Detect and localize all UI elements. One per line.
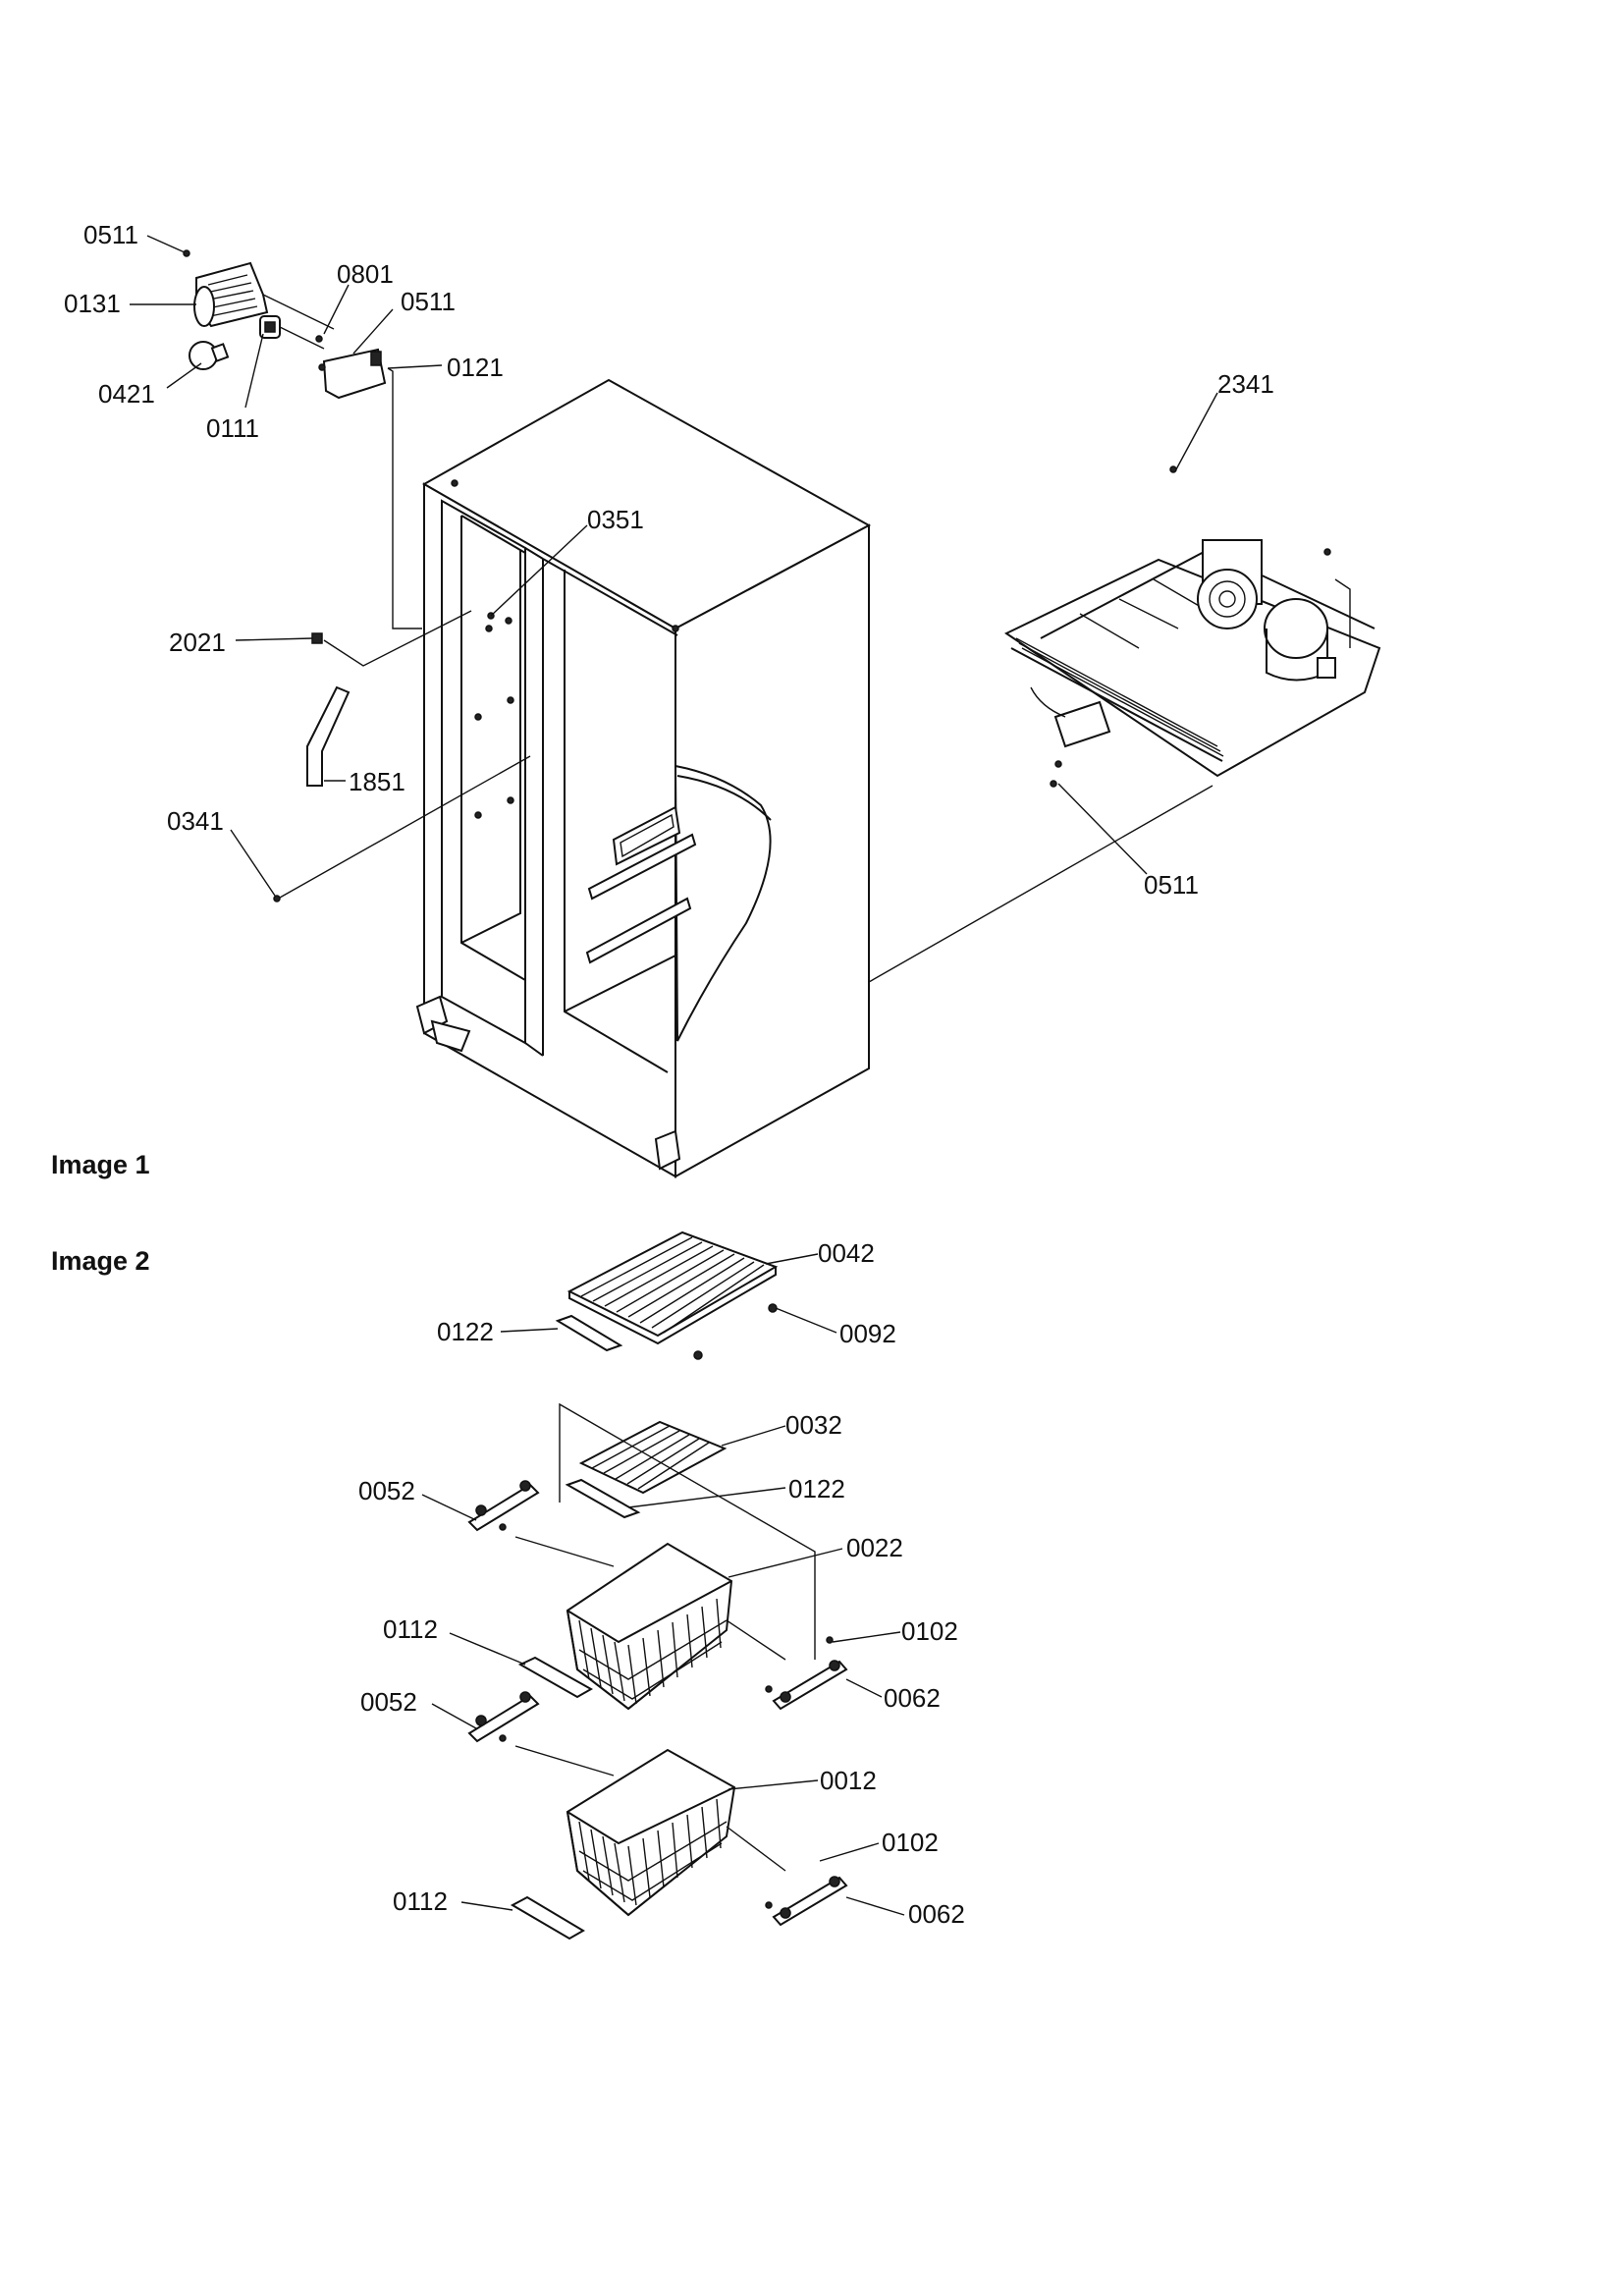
basket-trim-0112-b xyxy=(510,1895,585,1941)
callout-0131: 0131 xyxy=(64,289,121,318)
fitting-2021 xyxy=(311,632,323,644)
callout-2021: 2021 xyxy=(169,628,226,657)
callout-0511-machine: 0511 xyxy=(1144,870,1199,900)
wire-basket-0012 xyxy=(566,1748,736,1917)
callout-0111: 0111 xyxy=(206,413,259,443)
slide-rail-0062-b xyxy=(772,1876,848,1927)
callout-0122-top: 0122 xyxy=(437,1317,494,1346)
section-label-image-1: Image 1 xyxy=(51,1150,150,1179)
shelf-trim-0122-a xyxy=(555,1314,623,1352)
callout-2341: 2341 xyxy=(1217,369,1274,399)
callout-0042: 0042 xyxy=(818,1238,875,1268)
callout-0801: 0801 xyxy=(337,259,394,289)
callout-0022: 0022 xyxy=(846,1533,903,1562)
callout-0062-lower: 0062 xyxy=(908,1899,965,1929)
wire-basket-0022 xyxy=(566,1542,733,1711)
callout-0121: 0121 xyxy=(447,353,504,382)
callout-0122-mid: 0122 xyxy=(788,1474,845,1503)
shelf-trim-0122-b xyxy=(565,1478,641,1519)
callout-0102-upper: 0102 xyxy=(901,1616,958,1646)
callout-0052-upper: 0052 xyxy=(358,1476,415,1505)
callout-0052-lower: 0052 xyxy=(360,1687,417,1717)
refrigerator-cabinet xyxy=(415,378,872,1178)
callout-0112-upper: 0112 xyxy=(383,1614,438,1644)
callout-0112-lower: 0112 xyxy=(393,1886,448,1916)
callout-1851: 1851 xyxy=(349,767,405,796)
section-label-image-2: Image 2 xyxy=(51,1246,150,1276)
callout-0351: 0351 xyxy=(587,505,644,534)
callout-0092: 0092 xyxy=(839,1319,896,1348)
callout-0012: 0012 xyxy=(820,1766,877,1795)
wire-shelf-0042 xyxy=(566,1230,779,1345)
callout-0511-mid: 0511 xyxy=(401,287,456,316)
trim-1851 xyxy=(306,685,351,787)
callout-0032: 0032 xyxy=(785,1410,842,1440)
callout-0341: 0341 xyxy=(167,806,224,836)
callout-0102-lower: 0102 xyxy=(882,1828,939,1857)
callout-0421: 0421 xyxy=(98,379,155,409)
light-housing-0131 xyxy=(193,261,269,328)
callout-0062-upper: 0062 xyxy=(884,1683,941,1713)
basket-trim-0112-a xyxy=(517,1656,594,1699)
callout-0511-top: 0511 xyxy=(83,220,138,249)
machine-compartment-2341 xyxy=(1003,465,1381,788)
bracket-0121 xyxy=(322,348,387,400)
light-bulb-0421 xyxy=(189,341,230,370)
slide-rail-0062-a xyxy=(772,1660,848,1711)
slide-rail-0052-b xyxy=(467,1694,540,1743)
slide-rail-0052-a xyxy=(467,1483,540,1532)
